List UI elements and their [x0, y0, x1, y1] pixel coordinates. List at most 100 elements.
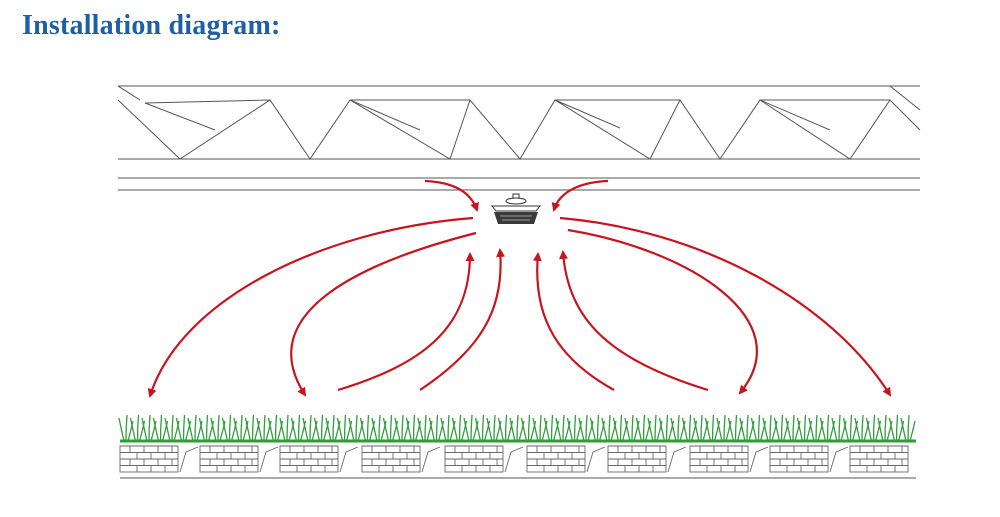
grass-blade: [378, 414, 381, 442]
grass-blade: [690, 420, 698, 442]
grass-blade: [642, 414, 646, 442]
grass-blade: [366, 414, 370, 442]
grass-blade: [230, 420, 238, 442]
grass-blade: [263, 414, 266, 442]
grass-blade: [412, 414, 416, 442]
grass-blade: [872, 414, 876, 442]
grass-blade: [861, 414, 864, 442]
drain-channel: [667, 446, 687, 473]
grass-blade: [713, 420, 721, 442]
grass-blade: [198, 417, 206, 442]
grass-blade: [838, 414, 841, 442]
grass-blade: [332, 414, 335, 442]
grass-blade: [897, 420, 905, 442]
brick-block: [444, 445, 524, 473]
grass-blade: [520, 417, 528, 442]
grass-blade: [175, 417, 183, 442]
grass-blade: [527, 414, 531, 442]
grass-blade: [391, 420, 399, 442]
grass-blade: [194, 414, 197, 442]
grass-blade: [493, 414, 496, 442]
grass-blade: [828, 420, 836, 442]
grass-blade: [497, 417, 505, 442]
grass-blade: [129, 417, 137, 442]
grass-blade: [210, 417, 217, 442]
grass-blade: [782, 420, 790, 442]
grass-blade: [322, 420, 330, 442]
grass-icon: [118, 414, 916, 442]
grass-blade: [343, 414, 347, 442]
brick-block: [849, 445, 909, 473]
grass-blade: [704, 417, 712, 442]
grass-blade: [164, 417, 171, 442]
grass-blade: [481, 414, 485, 442]
grass-blade: [854, 417, 861, 442]
grass-blade: [313, 417, 321, 442]
truss-zigzag: [117, 85, 921, 160]
drain-channel: [586, 446, 606, 473]
grass-blade: [357, 420, 364, 442]
grass-blade: [276, 420, 284, 442]
grass-blade: [619, 414, 623, 442]
grass-blade: [251, 414, 255, 442]
grass-blade: [437, 420, 445, 442]
grass-blade: [702, 420, 709, 442]
grass-blade: [334, 420, 341, 442]
grass-blade: [504, 414, 508, 442]
grass-blade: [233, 417, 240, 442]
grass-blade: [759, 420, 767, 442]
grass-blade: [171, 414, 174, 442]
grass-blade: [842, 417, 850, 442]
brick-block: [526, 445, 606, 473]
grass-blade: [336, 417, 344, 442]
truss-brace: [889, 85, 921, 111]
grass-blade: [417, 417, 424, 442]
grass-blade: [633, 420, 640, 442]
grass-blade: [539, 414, 542, 442]
truss-brace: [554, 99, 621, 129]
drain-channel: [259, 446, 279, 473]
ground: [118, 414, 916, 479]
grass-blade: [196, 420, 203, 442]
grass-blade: [585, 414, 588, 442]
grass-blade: [621, 420, 629, 442]
grass-blade: [865, 417, 873, 442]
grass-blade: [635, 417, 643, 442]
grass-blade: [849, 414, 853, 442]
grass-blade: [184, 420, 192, 442]
grass-blade: [483, 420, 491, 442]
grass-blade: [125, 414, 128, 442]
grass-blade: [219, 420, 226, 442]
grass-blade: [711, 414, 715, 442]
grass-blade: [748, 420, 755, 442]
grass-blade: [447, 414, 450, 442]
grass-blade: [297, 414, 301, 442]
grass-blade: [884, 414, 887, 442]
grass-blade: [458, 414, 462, 442]
grass-blade: [150, 420, 157, 442]
grass-blade: [677, 414, 680, 442]
grass-blade: [173, 420, 180, 442]
grass-blade: [780, 414, 784, 442]
grass-blade: [516, 414, 519, 442]
airflow-arrow-icon: [337, 252, 475, 392]
drain-channel: [179, 446, 199, 473]
grass-blade: [734, 414, 738, 442]
drain-channel: [421, 446, 441, 473]
grass-blade: [739, 417, 746, 442]
grass-blade: [598, 420, 606, 442]
truss-brace: [759, 99, 831, 131]
truss-brace: [144, 99, 271, 104]
grass-blade: [470, 414, 473, 442]
grass-blade: [359, 417, 367, 442]
grass-blade: [808, 417, 815, 442]
grass-blade: [256, 417, 263, 442]
grass-blade: [610, 420, 617, 442]
grass-blade: [345, 420, 353, 442]
grass-blade: [495, 420, 502, 442]
grass-blade: [138, 420, 146, 442]
truss-web: [117, 99, 921, 160]
brick-block: [199, 445, 279, 473]
grass-blade: [667, 420, 675, 442]
grass-blade: [587, 420, 594, 442]
